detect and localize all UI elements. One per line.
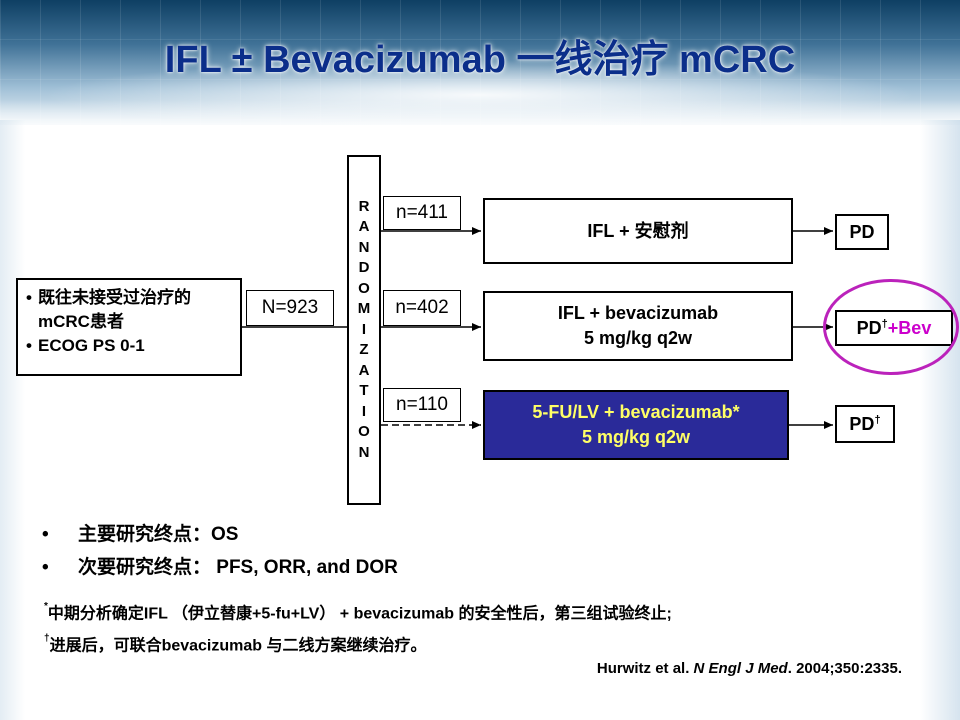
arm3-treatment-box: 5-FU/LV + bevacizumab* 5 mg/kg q2w — [483, 390, 789, 460]
randomization-letter: I — [361, 320, 367, 338]
slide-title: IFL ± Bevacizumab 一线治疗 mCRC — [164, 39, 796, 81]
arm3-outcome-dagger: † — [874, 414, 881, 426]
citation-details: . 2004;350:2335. — [787, 660, 902, 677]
footnote-star-text: 中期分析确定IFL （伊立替康+5-fu+LV） + bevacizumab 的… — [47, 605, 672, 623]
citation: Hurwitz et al. N Engl J Med. 2004;350:23… — [597, 660, 902, 677]
footnote-dagger-text: 进展后，可联合bevacizumab 与二线方案继续治疗。 — [49, 637, 427, 655]
secondary-endpoint-text: 次要研究终点： PFS, ORR, and DOR — [78, 557, 398, 578]
randomization-letter: I — [361, 402, 367, 420]
footnotes: *中期分析确定IFL （伊立替康+5-fu+LV） + bevacizumab … — [44, 596, 672, 661]
right-edge-decoration — [920, 120, 960, 720]
arm1-outcome-box: PD — [835, 214, 889, 250]
primary-endpoint: •主要研究终点：OS — [42, 524, 239, 545]
arm1-n-label: n=411 — [383, 196, 461, 230]
citation-journal: N Engl J Med — [693, 660, 788, 677]
arm3-n-label: n=110 — [383, 388, 461, 422]
patient-criterion: ECOG PS 0-1 — [26, 334, 240, 358]
footnote-dagger: †进展后，可联合bevacizumab 与二线方案继续治疗。 — [44, 628, 672, 660]
patient-population-box: 既往未接受过治疗的mCRC患者 ECOG PS 0-1 — [16, 278, 242, 376]
arm3-outcome: PD — [849, 413, 875, 434]
arm2-n-label: n=402 — [383, 290, 461, 326]
randomization-letter: A — [358, 218, 370, 236]
arm1-outcome: PD — [849, 221, 875, 242]
randomization-letter: M — [357, 300, 371, 318]
primary-endpoint-text: 主要研究终点：OS — [78, 524, 239, 545]
arm3-outcome-box: PD† — [835, 405, 895, 443]
total-n-label: N=923 — [246, 290, 334, 326]
secondary-endpoint: •次要研究终点： PFS, ORR, and DOR — [42, 557, 398, 578]
endpoints-list: •主要研究终点：OS •次要研究终点： PFS, ORR, and DOR — [42, 518, 398, 584]
randomization-letter: T — [359, 382, 369, 400]
footnote-star: *中期分析确定IFL （伊立替康+5-fu+LV） + bevacizumab … — [44, 596, 672, 628]
randomization-letter: O — [358, 279, 370, 297]
highlight-circle — [823, 279, 959, 375]
header-fade — [0, 100, 960, 140]
arm2-treatment-box: IFL + bevacizumab 5 mg/kg q2w — [483, 291, 793, 361]
arm1-treatment-box: IFL + 安慰剂 — [483, 198, 793, 264]
randomization-letter: D — [358, 259, 370, 277]
patient-criterion: 既往未接受过治疗的mCRC患者 — [26, 286, 240, 334]
arm2-dose: 5 mg/kg q2w — [583, 328, 693, 348]
randomization-letter: O — [358, 423, 370, 441]
arm3-dose: 5 mg/kg q2w — [581, 427, 691, 447]
star-mark: * — [44, 601, 48, 612]
arm2-regimen: IFL + bevacizumab — [557, 303, 719, 323]
randomization-letter: R — [358, 197, 370, 215]
citation-authors: Hurwitz et al. — [596, 660, 694, 677]
randomization-letter: A — [358, 361, 370, 379]
randomization-letter: Z — [359, 341, 369, 359]
arm3-regimen: 5-FU/LV + bevacizumab* — [532, 402, 740, 422]
arm1-regimen: IFL + 安慰剂 — [587, 220, 689, 241]
randomization-letter: N — [358, 443, 370, 461]
dagger-mark: † — [44, 633, 50, 645]
randomization-bar: R A N D O M I Z A T I O N — [347, 155, 381, 505]
left-edge-decoration — [0, 120, 25, 720]
randomization-letter: N — [358, 238, 370, 256]
